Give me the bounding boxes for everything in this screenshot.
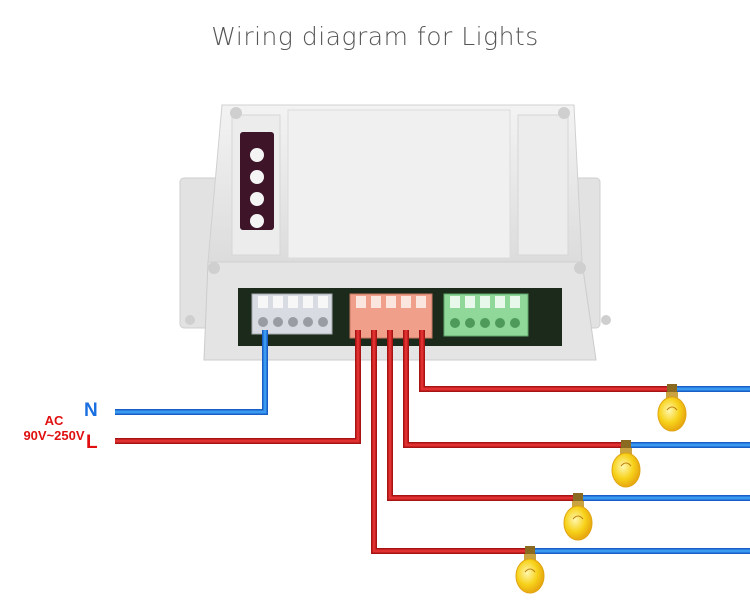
ac-supply-label: AC 90V~250V: [22, 413, 86, 443]
screw-hole: [208, 262, 220, 274]
output-terminal-block: [443, 293, 529, 337]
screw-hole: [230, 107, 242, 119]
control-button: [250, 214, 264, 228]
input-terminal-block: [251, 293, 333, 335]
smart-switch-device: [179, 104, 611, 361]
ac-text: AC: [44, 413, 64, 428]
light-bulb-icon: [563, 493, 593, 541]
live-terminal-label: L: [86, 432, 98, 453]
diagram-title: Wiring diagram for Lights: [211, 22, 539, 51]
control-button: [250, 148, 264, 162]
housing-panel-right: [517, 114, 569, 256]
control-button: [250, 170, 264, 184]
screw-hole: [558, 107, 570, 119]
control-button: [250, 192, 264, 206]
light-bulb-icon: [657, 384, 687, 432]
housing-panel-center: [287, 109, 511, 259]
neutral-terminal-label: N: [84, 400, 98, 421]
light-bulb-icon: [611, 440, 641, 488]
light-feed-wire: [371, 330, 526, 554]
light-bulb-icon: [515, 546, 545, 594]
screw-hole: [185, 315, 195, 325]
screw-hole: [601, 315, 611, 325]
voltage-range-text: 90V~250V: [23, 428, 85, 443]
screw-hole: [574, 262, 586, 274]
